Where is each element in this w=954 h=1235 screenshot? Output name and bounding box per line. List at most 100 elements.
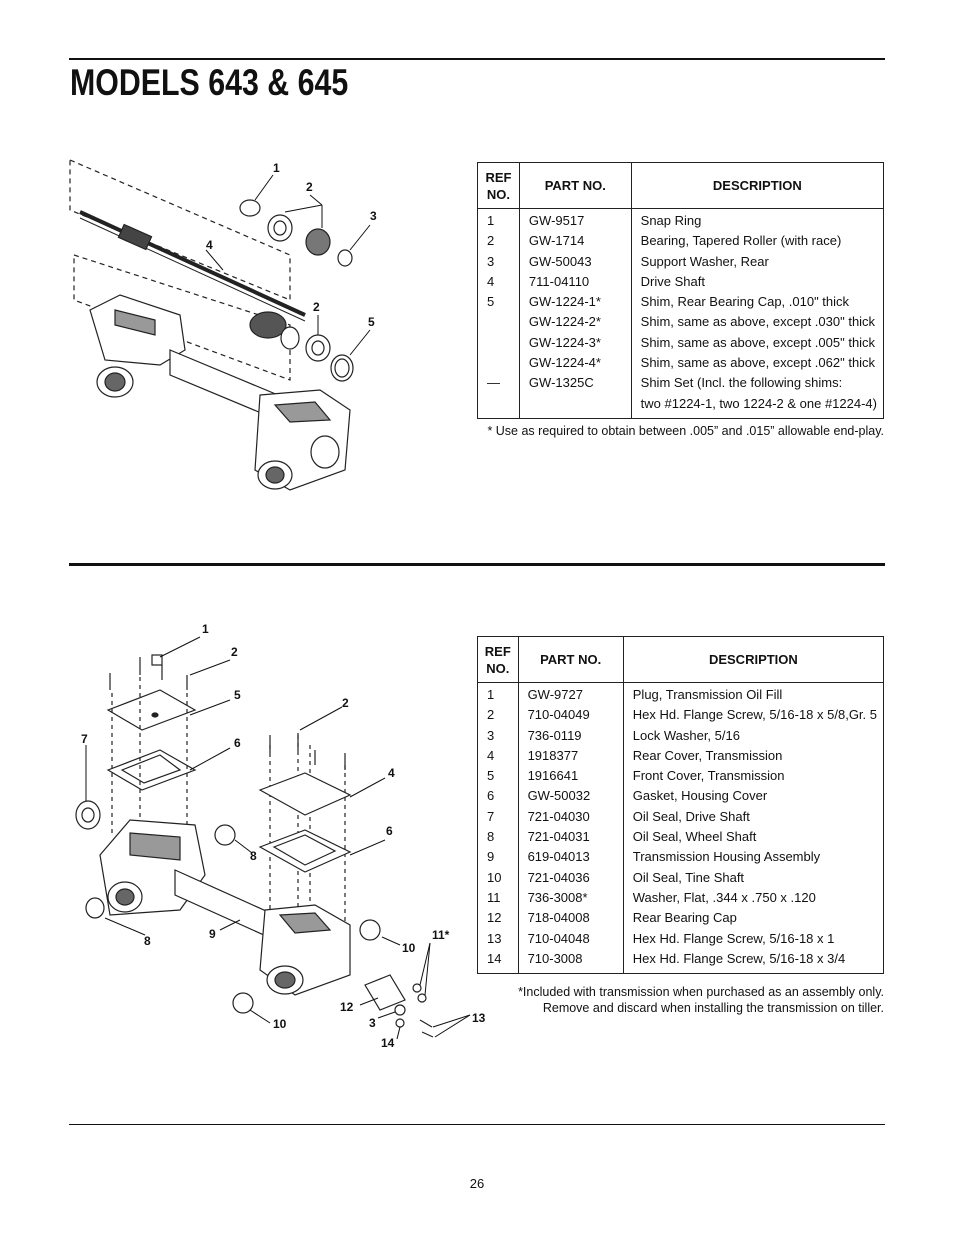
callout-label: 2	[342, 696, 349, 710]
description-cell: Shim Set (Incl. the following shims:	[630, 373, 885, 394]
part-no-cell: GW-1224-2*	[518, 312, 632, 333]
bearing-cone-upper	[305, 228, 331, 256]
description-cell: Shim, same as above, except .062" thick	[630, 353, 885, 374]
part-no-cell: GW-1714	[518, 231, 632, 252]
callout-label: 5	[234, 688, 241, 702]
description-cell: Transmission Housing Assembly	[622, 847, 885, 868]
callout-label: 6	[386, 824, 393, 838]
top-rule	[69, 58, 885, 60]
shaft-guide-outline	[69, 159, 291, 301]
part-no-cell: GW-50032	[517, 786, 624, 807]
rear-cover	[258, 772, 352, 816]
callout-label: 14	[381, 1036, 395, 1050]
part-no-cell: 1918377	[517, 745, 624, 767]
callout-label: 1	[273, 161, 280, 175]
oil-seal-tine-shaft-upper	[359, 919, 381, 941]
bottom-rule	[69, 1124, 885, 1125]
part-no-cell: 721-04030	[517, 806, 624, 828]
part-no-cell: 710-04048	[517, 928, 624, 949]
ref-no-cell: 10	[477, 867, 519, 888]
description-cell: Shim, same as above, except .005" thick	[630, 332, 885, 354]
ref-no-cell: 5	[477, 766, 519, 787]
ref-no-cell: 4	[477, 271, 520, 293]
table-row: GW-1224-2*Shim, same as above, except .0…	[477, 312, 885, 333]
description-cell: Rear Cover, Transmission	[622, 745, 885, 767]
table-row: GW-1224-4*Shim, same as above, except .0…	[477, 353, 885, 374]
callout-label: 7	[81, 732, 88, 746]
callout-label: 2	[313, 300, 320, 314]
ref-no-cell: 4	[477, 745, 519, 767]
part-no-cell: GW-50043	[518, 251, 632, 272]
bearing-part-lower	[305, 334, 331, 362]
part-no-cell: GW-1325C	[518, 373, 632, 394]
callout-label: 1	[202, 622, 209, 636]
drive-shaft-exploded-diagram: 1 2 3 4 2 5	[60, 150, 440, 510]
part-no-cell: GW-9727	[517, 682, 624, 706]
drive-shaft-diagram-svg: 1 2 3 4 2 5	[69, 159, 377, 491]
oil-seal-drive-shaft	[75, 800, 101, 830]
callout-label: 5	[368, 315, 375, 329]
description-cell: Hex Hd. Flange Screw, 5/16-18 x 5/8,Gr. …	[622, 705, 885, 726]
snap-ring-part	[239, 199, 261, 217]
oil-fill-plug	[151, 654, 163, 666]
support-washer-part	[337, 249, 353, 267]
transmission-housing-tube	[174, 869, 276, 941]
ref-no-cell	[477, 332, 520, 354]
ref-no-cell	[477, 312, 520, 333]
description-cell: Front Cover, Transmission	[622, 766, 885, 787]
shim-part	[330, 354, 354, 382]
ref-no-cell: 13	[477, 928, 519, 949]
description-cell: Shim, Rear Bearing Cap, .010" thick	[630, 292, 885, 313]
description-cell: Plug, Transmission Oil Fill	[622, 682, 885, 706]
description-cell: Support Washer, Rear	[630, 251, 885, 272]
assembly-footnote-line1: *Included with transmission when purchas…	[518, 985, 884, 999]
description-cell: two #1224-1, two 1224-2 & one #1224-4)	[630, 393, 885, 419]
part-no-cell: GW-1224-4*	[518, 353, 632, 374]
callout-label: 3	[370, 209, 377, 223]
flange-screw-b	[421, 1031, 434, 1038]
part-no-header: PART NO.	[517, 636, 624, 683]
part-no-cell: GW-9517	[518, 208, 632, 232]
part-no-cell: 710-04049	[517, 705, 624, 726]
callout-label: 9	[209, 927, 216, 941]
description-header: DESCRIPTION	[622, 636, 885, 683]
ref-no-cell: —	[477, 373, 520, 394]
ref-no-cell: 5	[477, 292, 520, 313]
part-no-cell: 736-0119	[517, 725, 624, 746]
ref-no-cell: 2	[477, 705, 519, 726]
front-cover	[106, 689, 197, 731]
bearing-part-upper	[267, 214, 293, 242]
drive-shaft	[79, 210, 306, 317]
ref-no-cell	[477, 393, 520, 419]
description-cell: Hex Hd. Flange Screw, 5/16-18 x 3/4	[622, 948, 885, 974]
description-cell: Washer, Flat, .344 x .750 x .120	[622, 887, 885, 909]
callout-label: 11*	[432, 928, 450, 942]
ref-no-cell: 6	[477, 786, 519, 807]
part-no-header: PART NO.	[518, 162, 632, 209]
lock-washer	[394, 1004, 406, 1016]
ref-no-cell: 14	[477, 948, 519, 974]
callout-label: 2	[231, 645, 238, 659]
part-no-cell: 718-04008	[517, 908, 624, 929]
